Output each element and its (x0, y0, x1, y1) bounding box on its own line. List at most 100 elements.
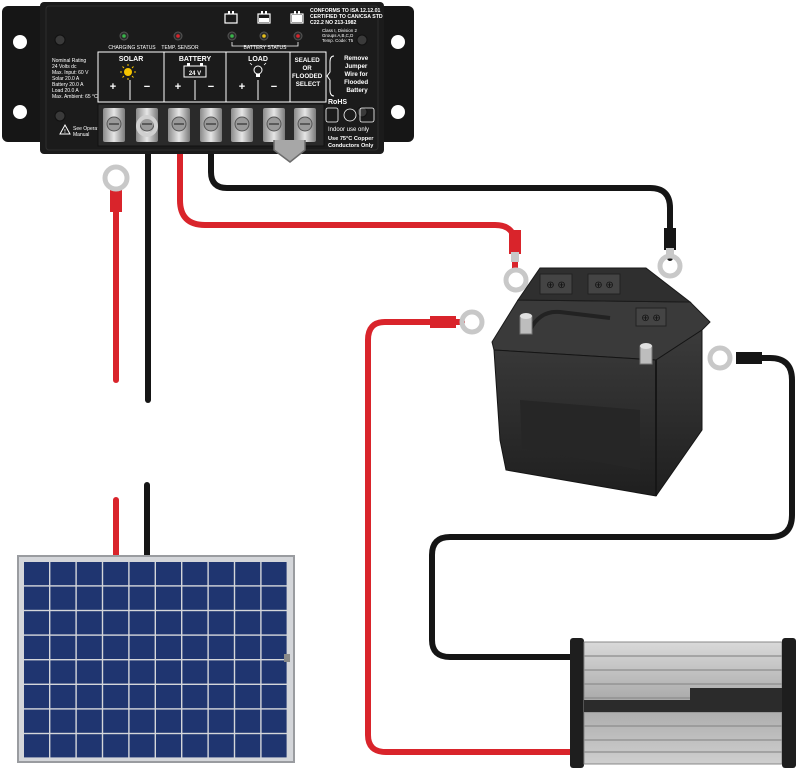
label-load: LOAD (248, 56, 268, 63)
solar-panel (17, 555, 295, 763)
solar-cell (50, 685, 76, 709)
solar-cell (261, 562, 287, 586)
solar-cell (76, 685, 102, 709)
solar-cell (103, 734, 129, 758)
svg-text:!: ! (64, 129, 66, 135)
solar-cell (76, 734, 102, 758)
ratings-text: Nominal Rating 24 Volts dc Max. Input: 6… (52, 58, 98, 100)
ring-terminal-icon (503, 230, 529, 293)
polarity-load-minus: − (271, 81, 277, 93)
ring-terminal-icon (707, 345, 762, 371)
solar-cell (208, 709, 234, 733)
solar-cell (103, 586, 129, 610)
solar-cell (50, 586, 76, 610)
solar-cell (156, 635, 181, 659)
solar-cell (156, 611, 181, 635)
solar-cell (50, 635, 76, 659)
solar-cell (50, 562, 76, 586)
solar-cell (208, 586, 234, 610)
solar-cell (24, 611, 49, 635)
solar-cell (261, 611, 287, 635)
bulb-icon (249, 62, 267, 77)
ring-terminal-icon (657, 228, 683, 279)
solar-cell (156, 709, 181, 733)
hazloc-text: Class I, Division 2 Groups A,B,C,D Temp.… (322, 28, 358, 43)
solar-cell (208, 562, 234, 586)
polarity-solar-plus: + (110, 81, 116, 93)
svg-text:⊕ ⊕: ⊕ ⊕ (594, 280, 614, 291)
solar-cell (261, 586, 287, 610)
label-charging-status: CHARGING STATUS (108, 45, 156, 51)
solar-cell (103, 611, 129, 635)
solar-cell (261, 660, 287, 684)
indoor-use-text: Indoor use only (328, 127, 369, 133)
solar-cell (182, 734, 208, 758)
solar-cell (235, 709, 261, 733)
solar-cell (182, 562, 208, 586)
wire-battery-positive (177, 132, 518, 271)
copper-conductors-text: Use 75°C Copper Conductors Only (328, 136, 375, 149)
solar-cell (235, 685, 261, 709)
inverter-endcap-right (782, 638, 796, 768)
solar-cells (24, 562, 287, 758)
solar-cell (129, 709, 155, 733)
solar-cell (261, 734, 287, 758)
solar-cell (103, 562, 129, 586)
solar-cell (261, 685, 287, 709)
battery-terminal-positive (519, 313, 533, 335)
solar-cell (235, 611, 261, 635)
power-inverter (570, 638, 796, 768)
label-solar: SOLAR (119, 56, 144, 63)
solar-cell (24, 562, 49, 586)
solar-cell (103, 709, 129, 733)
solar-cell (24, 660, 49, 684)
led-charging (119, 31, 129, 41)
solar-cell (156, 562, 181, 586)
solar-cell (24, 586, 49, 610)
solar-cell (129, 734, 155, 758)
solar-cell (156, 586, 181, 610)
solar-cell (235, 562, 261, 586)
solar-cell (24, 709, 49, 733)
polarity-battery-plus: + (175, 81, 181, 93)
solar-cell (235, 734, 261, 758)
charge-controller: CONFORMS TO ISA 12.12.01 CERTIFIED TO CA… (2, 2, 414, 163)
solar-cell (129, 611, 155, 635)
label-battery-status: BATTERY STATUS (244, 45, 288, 51)
battery-icon (257, 11, 271, 24)
solar-cell (103, 685, 129, 709)
warning-icon: ! (59, 123, 71, 135)
solar-cell (129, 586, 155, 610)
wire-inverter-positive (365, 319, 573, 755)
inverter-endcap-left (570, 638, 584, 768)
battery-icon (224, 11, 238, 24)
solar-cell (235, 635, 261, 659)
solar-cell (182, 660, 208, 684)
solar-cell (235, 586, 261, 610)
solar-cell (208, 660, 234, 684)
sun-icon (120, 64, 136, 80)
jumper-note: Remove Jumper Wire for Flooded Battery (344, 55, 370, 94)
solar-cell (103, 635, 129, 659)
solar-cell (182, 611, 208, 635)
conformity-text: CONFORMS TO ISA 12.12.01 CERTIFIED TO CA… (310, 8, 384, 26)
solar-cell (129, 660, 155, 684)
solar-cell (129, 562, 155, 586)
solar-cell (129, 635, 155, 659)
battery-terminal-negative (639, 343, 653, 365)
solar-cell (261, 635, 287, 659)
ring-terminal-icon (430, 309, 485, 335)
solar-cell (156, 685, 181, 709)
solar-cell (208, 685, 234, 709)
solar-cell (76, 635, 102, 659)
solar-cell (182, 685, 208, 709)
led-temp (173, 31, 183, 41)
solar-cell (50, 611, 76, 635)
solar-cell (76, 660, 102, 684)
solar-cell (50, 734, 76, 758)
solar-cell (156, 660, 181, 684)
battery-icon (290, 11, 304, 24)
solar-cell (261, 709, 287, 733)
solar-cell (103, 660, 129, 684)
polarity-battery-minus: − (208, 81, 214, 93)
